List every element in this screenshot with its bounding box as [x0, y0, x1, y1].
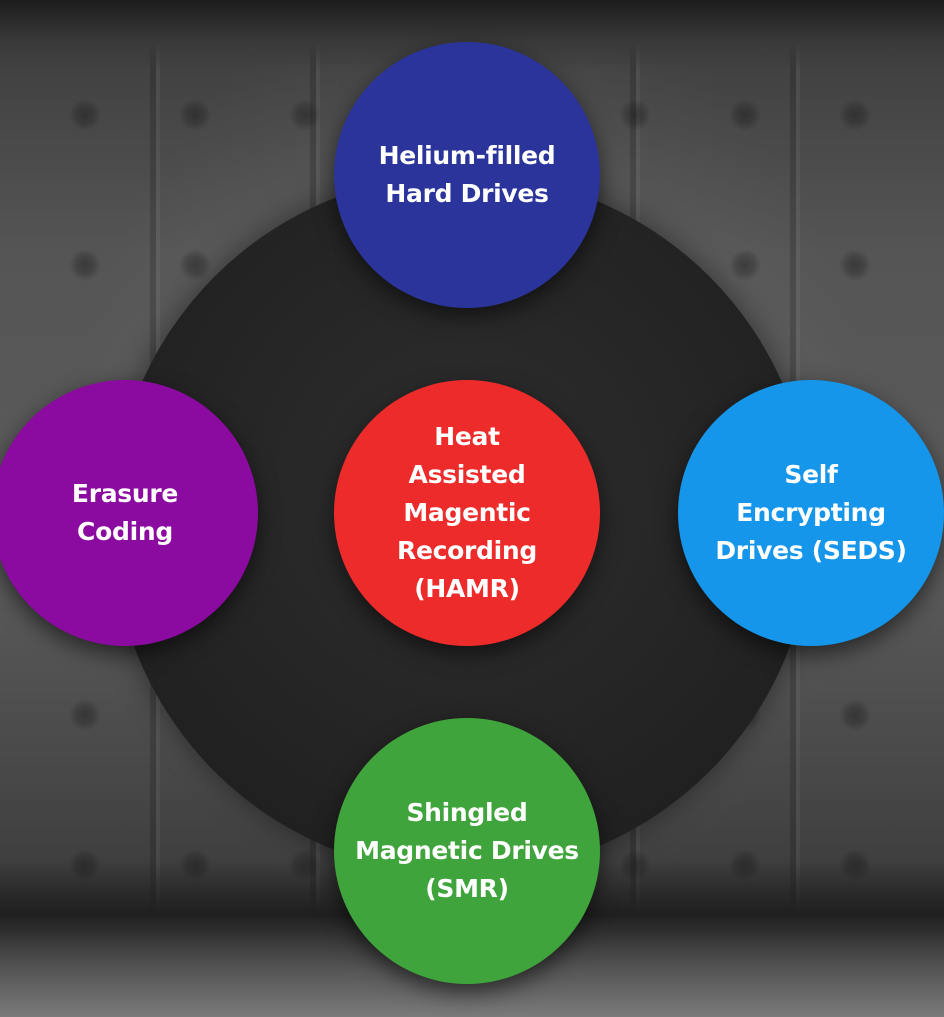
node-self-encrypting-drives: Self Encrypting Drives (SEDS) [678, 380, 944, 646]
node-label-center: Heat Assisted Magentic Recording (HAMR) [397, 422, 537, 603]
node-helium-filled-hard-drives: Helium-filled Hard Drives [334, 42, 600, 308]
node-label-bottom: Shingled Magnetic Drives (SMR) [355, 798, 579, 903]
node-label-left: Erasure Coding [71, 479, 179, 546]
node-erasure-coding: Erasure Coding [0, 380, 258, 646]
node-shingled-magnetic-drives: Shingled Magnetic Drives (SMR) [334, 718, 600, 984]
node-label-right: Self Encrypting Drives (SEDS) [715, 460, 907, 565]
node-label-top: Helium-filled Hard Drives [378, 141, 556, 208]
node-hamr: Heat Assisted Magentic Recording (HAMR) [334, 380, 600, 646]
